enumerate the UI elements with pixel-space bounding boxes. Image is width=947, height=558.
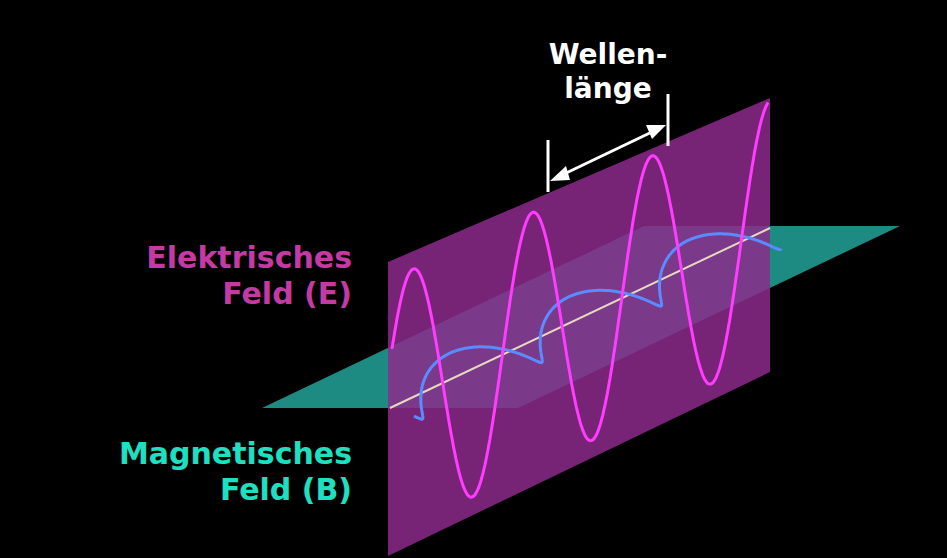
wavelength-marker xyxy=(548,94,668,192)
tick-line xyxy=(547,140,550,192)
electric-plane xyxy=(388,98,770,556)
magnetic-wave xyxy=(414,234,781,419)
electric-wave xyxy=(392,103,768,498)
electric-field-label: Elektrisches Feld (E) xyxy=(92,240,352,312)
arrow-head xyxy=(550,166,570,181)
wavelength-label: Wellen- länge xyxy=(528,38,688,105)
arrow-head xyxy=(646,125,666,139)
dimension-line xyxy=(562,131,654,175)
magnetic-field-label: Magnetisches Feld (B) xyxy=(52,436,352,508)
tick-line xyxy=(667,94,670,146)
